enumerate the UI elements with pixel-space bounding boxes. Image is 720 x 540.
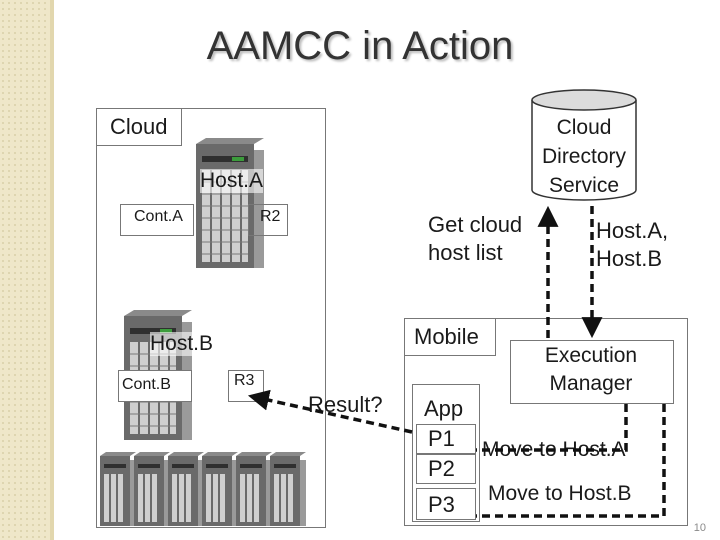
cloud-label: Cloud [110, 114, 168, 139]
p2-label: P2 [428, 456, 455, 481]
slide-title: AAMCC in Action [206, 24, 514, 68]
p1-label: P1 [428, 426, 455, 451]
decorative-sidebar [0, 0, 50, 540]
r2-label: R2 [260, 208, 281, 225]
cont-a-label: Cont.A [134, 208, 183, 225]
get-cloud-label-1: Get cloud [428, 212, 523, 237]
r3-label: R3 [234, 372, 255, 389]
move-to-host-b-label: Move to Host.B [488, 482, 632, 505]
directory-label-2: Directory [541, 145, 626, 168]
mobile-label: Mobile [414, 324, 479, 349]
arrow-move-host-b [476, 404, 666, 518]
cloud-label-box [96, 108, 182, 146]
r2-box [248, 204, 288, 236]
database-cylinder-icon [531, 89, 637, 201]
app-label: App [424, 396, 464, 421]
execution-manager-box [510, 340, 674, 404]
server-rack-icon [100, 452, 306, 526]
host-list-label-1: Host.A, [596, 218, 669, 243]
arrow-move-host-a [476, 404, 628, 452]
p1-box [416, 424, 476, 454]
host-a-server-icon [196, 138, 264, 268]
mobile-label-box [404, 318, 496, 356]
directory-label-3: Service [548, 174, 620, 197]
r3-box [228, 370, 264, 402]
host-b-label: Host.B [150, 332, 214, 356]
p3-box [416, 488, 476, 520]
cont-a-box [120, 204, 194, 236]
execution-label-2: Manager [549, 372, 633, 395]
p2-box [416, 454, 476, 484]
execution-label-1: Execution [544, 344, 638, 367]
slide-number: 10 [693, 522, 706, 534]
host-a-label: Host.A [200, 169, 264, 193]
directory-label-1: Cloud [556, 116, 612, 139]
cont-b-label: Cont.B [122, 376, 171, 393]
arrow-result [247, 389, 413, 434]
sidebar-divider [50, 0, 54, 540]
host-list-label-2: Host.B [596, 246, 663, 271]
p3-label: P3 [428, 492, 455, 517]
get-cloud-label-2: host list [428, 240, 503, 265]
cont-b-box [118, 370, 192, 402]
